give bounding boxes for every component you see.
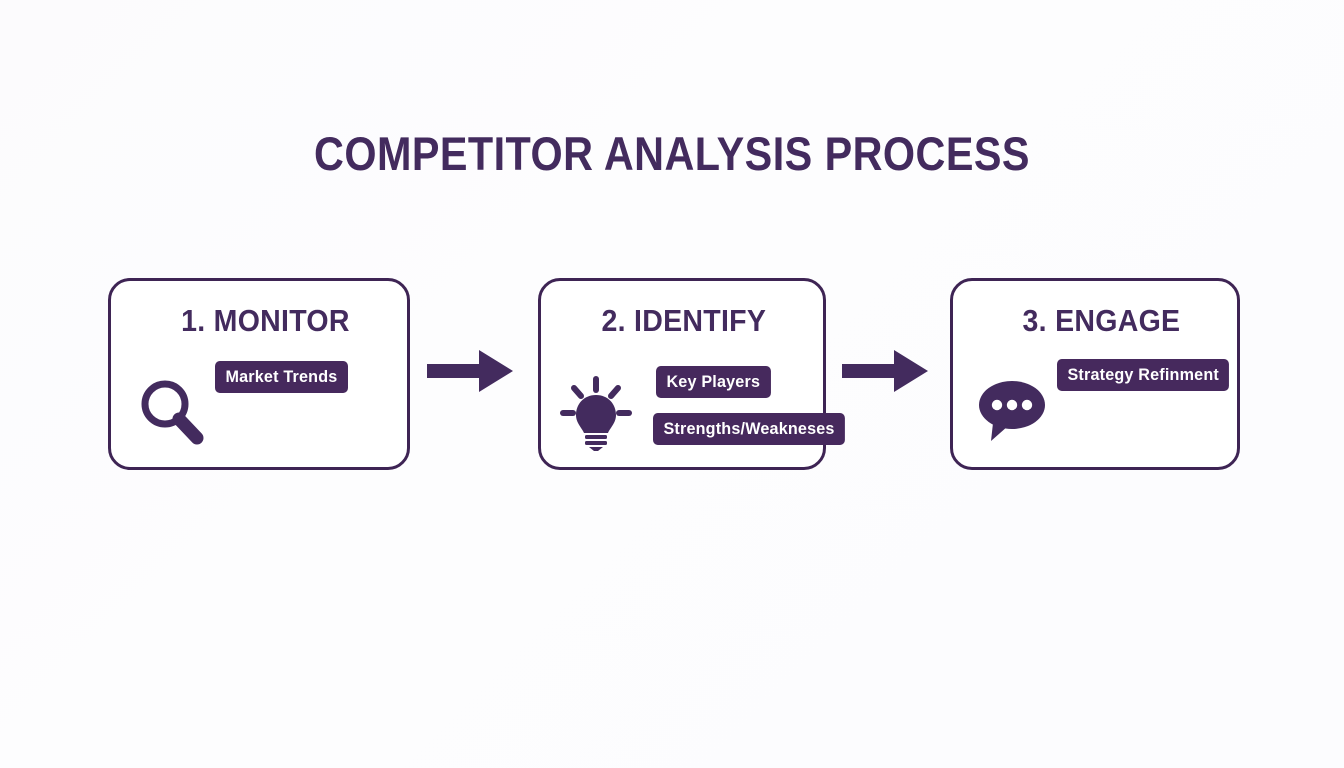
tag-list: Market Trends xyxy=(111,281,407,467)
page-title: COMPETITOR ANALYSIS PROCESS xyxy=(314,127,1030,180)
step-heading: 3. ENGAGE xyxy=(1022,303,1181,338)
lightbulb-icon xyxy=(557,373,635,451)
step-tag-overflow[interactable]: Strengths/Weakneses xyxy=(653,413,846,445)
arrow-right-icon xyxy=(842,347,928,395)
tag-list: Strategy Refinment xyxy=(953,281,1237,467)
step-tag[interactable]: Key Players xyxy=(656,366,771,398)
process-step-card-monitor[interactable]: 1. MONITOR Market Trends xyxy=(108,278,410,470)
magnifier-icon xyxy=(135,375,207,447)
arrow-right-icon xyxy=(427,347,513,395)
step-tag[interactable]: Strategy Refinment xyxy=(1057,359,1230,391)
step-heading: 1. MONITOR xyxy=(181,303,350,338)
process-step-card-engage[interactable]: 3. ENGAGE Strategy Refinment xyxy=(950,278,1240,470)
process-step-card-identify[interactable]: 2. IDENTIFY Key Players Strengths/Weakne… xyxy=(538,278,846,470)
step-tag[interactable]: Market Trends xyxy=(215,361,348,393)
step-heading: 2. IDENTIFY xyxy=(601,303,767,338)
speech-bubble-icon xyxy=(975,379,1049,441)
tag-list: Key Players Strengths/Weakneses xyxy=(541,281,846,467)
